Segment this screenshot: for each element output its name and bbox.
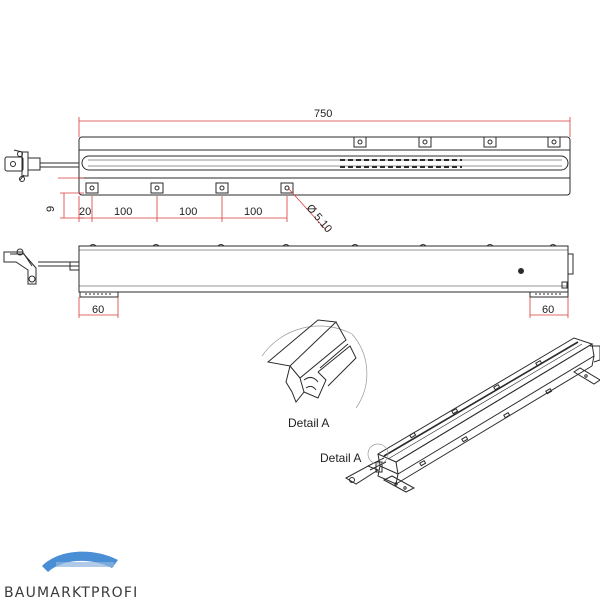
dim-spacing-1: 100 <box>114 206 132 218</box>
top-view-dimensions <box>58 117 571 231</box>
top-view <box>4 136 571 196</box>
iso-brackets <box>409 359 553 467</box>
logo-text: BAUMARKTPROFI <box>4 585 138 600</box>
drive-linkage-top <box>4 149 79 182</box>
baumarktprofi-logo: BAUMARKTPROFI <box>4 551 138 600</box>
isometric-view <box>344 337 600 493</box>
dim-overall-length: 750 <box>314 108 332 120</box>
dim-height: 9 <box>45 206 57 212</box>
lower-bracket-row <box>85 182 294 194</box>
side-view <box>3 244 574 298</box>
drive-linkage-side <box>3 248 80 285</box>
dim-foot-left: 60 <box>92 304 104 316</box>
dim-foot-right: 60 <box>542 304 554 316</box>
detail-a-inset <box>261 319 368 409</box>
side-feet <box>79 281 569 298</box>
side-view-dimensions <box>78 297 569 318</box>
upper-bracket-row <box>353 136 561 148</box>
dim-offset-first: 20 <box>79 206 91 218</box>
dim-hole-diameter: Ø 5.10 <box>304 202 334 235</box>
dim-spacing-2: 100 <box>179 206 197 218</box>
logo-roof-icon <box>42 551 118 572</box>
label-detail-a-iso: Detail A <box>320 451 361 465</box>
dim-spacing-3: 100 <box>244 206 262 218</box>
label-detail-a-inset: Detail A <box>288 416 329 430</box>
side-top-bumps <box>89 244 557 247</box>
